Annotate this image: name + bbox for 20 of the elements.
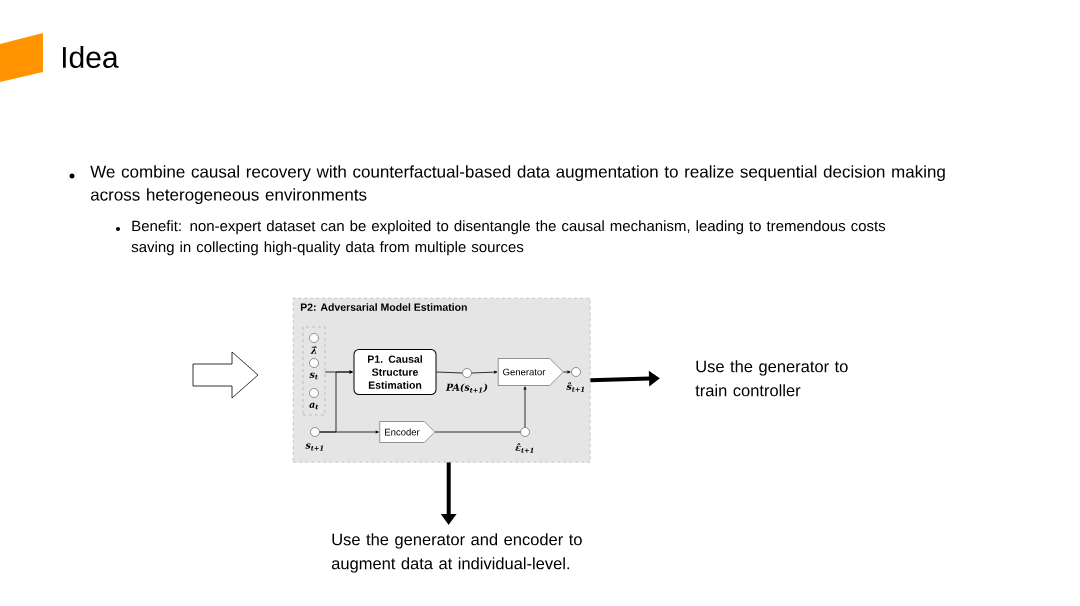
- math-label: ε̂$_{t+1}$: [515, 443, 534, 453]
- math-label: a$_{t}$: [309, 402, 319, 410]
- process-box: P1. Causal Structure Estimation: [353, 349, 437, 395]
- note-text: Use the generator to train controller: [695, 360, 848, 397]
- dashed-group: [302, 326, 326, 416]
- arrow: [471, 370, 498, 374]
- arrow: [523, 386, 527, 428]
- bullet-text: Benefit: non-expert dataset can be exploited to disentangle the causal mechanism, leading to tremendous costs saving in collecting high-quality data from multiple sources: [116, 220, 886, 256]
- arrow: [563, 370, 571, 374]
- math-label: PA(s$_{t+1}$): [445, 383, 488, 393]
- math-label: λ̂: [310, 346, 317, 354]
- slide-title: Idea: [63, 46, 119, 69]
- arrow: [319, 430, 379, 434]
- note-text: Use the generator and encoder to augment data at individual-level.: [331, 533, 582, 573]
- math-label: s$_{t}$: [309, 372, 318, 380]
- pentagon-box: Generator: [498, 358, 564, 386]
- pentagon-box: Encoder: [379, 421, 435, 443]
- math-label: s$_{t+1}$: [305, 443, 323, 451]
- math-label: ŝ$_{t+1}$: [566, 382, 584, 392]
- bullet-text: We combine causal recovery with counterfactual-based data augmentation to realize sequential decision making across heterogeneous environments: [69, 165, 945, 205]
